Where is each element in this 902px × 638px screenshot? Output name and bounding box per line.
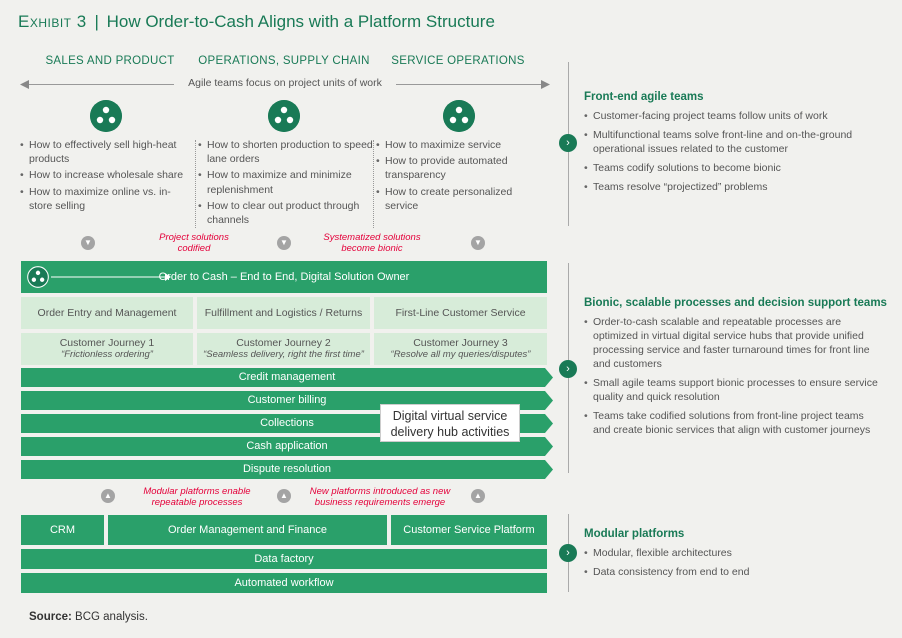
customer-journey: Customer Journey 3 “Resolve all my queri… [374,333,547,365]
list-item: Modular, flexible architectures [584,547,884,561]
column-divider [195,140,196,228]
hub-activities-label: Digital virtual service delivery hub act… [380,404,520,442]
list-item: Small agile teams support bionic process… [584,377,884,405]
team-icon [27,266,49,288]
exhibit-number: Exhibit 3 [18,12,87,31]
title-text: How Order-to-Cash Aligns with a Platform… [106,12,495,31]
list-item: Customer-facing project teams follow uni… [584,110,884,124]
list-item: How to create personalized service [376,185,546,213]
list-item: Data consistency from end to end [584,566,884,580]
list-item: How to maximize and minimize replenishme… [198,168,374,196]
chevron-down-icon: ▼ [471,236,485,250]
chevron-down-icon: ▼ [277,236,291,250]
operations-bullets: How to shorten production to speed lane … [198,138,374,229]
service-bullets: How to maximize service How to provide a… [376,138,546,215]
arrow-right-icon [51,273,171,281]
platform-order-management: Order Management and Finance [108,515,387,545]
list-item: Teams take codified solutions from front… [584,410,884,438]
column-header-sales: SALES AND PRODUCT [45,55,175,67]
customer-journey: Customer Journey 1 “Frictionless orderin… [21,333,193,365]
column-header-service: SERVICE OPERATIONS [391,55,525,67]
list-item: How to effectively sell high-heat produc… [20,138,192,166]
list-item: Multifunctional teams solve front-line a… [584,129,884,157]
team-icon [268,100,300,132]
column-divider [373,140,374,228]
owner-bar-label: Order to Cash – End to End, Digital Solu… [158,271,410,283]
list-item: How to clear out product through channel… [198,199,374,227]
solution-owner-bar: Order to Cash – End to End, Digital Solu… [21,261,547,293]
team-icon [90,100,122,132]
list-item: How to increase wholesale share [20,168,192,182]
chevron-right-icon: › [559,544,577,562]
process-box: Order Entry and Management [21,297,193,329]
platform-customer-service: Customer Service Platform [391,515,547,545]
chevron-right-icon: › [559,360,577,378]
customer-journey: Customer Journey 2 “Seamless delivery, r… [197,333,370,365]
note-project-solutions: Project solutions codified [159,232,229,255]
platform-crm: CRM [21,515,104,545]
column-header-operations: OPERATIONS, SUPPLY CHAIN [198,55,370,67]
modular-heading: Modular platforms [584,528,685,540]
source-label: Source: [29,611,72,623]
platform-data-factory: Data factory [21,549,547,569]
journey-subtitle: “Frictionless ordering” [61,349,153,360]
journey-title: Customer Journey 2 [236,337,331,349]
journey-title: Customer Journey 1 [59,337,155,349]
bionic-bullets: Order-to-cash scalable and repeatable pr… [584,316,884,443]
source-note: Source: BCG analysis. [29,611,148,623]
chevron-right-icon: › [559,134,577,152]
modular-bullets: Modular, flexible architectures Data con… [584,547,884,585]
process-box: First-Line Customer Service [374,297,547,329]
journey-title: Customer Journey 3 [413,337,508,349]
arrow-right-icon [541,80,550,89]
chevron-up-icon: ▲ [101,489,115,503]
team-icon [443,100,475,132]
platform-automated-workflow: Automated workflow [21,573,547,593]
list-item: Teams codify solutions to become bionic [584,162,884,176]
front-end-bullets: Customer-facing project teams follow uni… [584,110,884,200]
chevron-up-icon: ▲ [471,489,485,503]
note-modular-platforms: Modular platforms enable repeatable proc… [143,486,251,509]
activity-arrow: Dispute resolution [21,460,553,479]
front-end-heading: Front-end agile teams [584,91,704,103]
journey-subtitle: “Resolve all my queries/disputes” [390,349,531,360]
note-systematized-solutions: Systematized solutions become bionic [323,232,421,255]
arrow-left-icon [20,80,29,89]
bionic-heading: Bionic, scalable processes and decision … [584,297,887,309]
chevron-down-icon: ▼ [81,236,95,250]
chevron-up-icon: ▲ [277,489,291,503]
list-item: How to maximize service [376,138,546,152]
journey-subtitle: “Seamless delivery, right the first time… [203,349,364,360]
activity-arrow: Credit management [21,368,553,387]
note-new-platforms: New platforms introduced as new business… [309,486,451,509]
exhibit-title: Exhibit 3 | How Order-to-Cash Aligns wit… [18,12,495,32]
source-text: BCG analysis. [75,611,148,623]
title-separator: | [94,12,99,31]
agile-arrow-label: Agile teams focus on project units of wo… [174,77,396,89]
list-item: Teams resolve “projectized” problems [584,181,884,195]
sales-bullets: How to effectively sell high-heat produc… [20,138,192,215]
list-item: How to shorten production to speed lane … [198,138,374,166]
process-box: Fulfillment and Logistics / Returns [197,297,370,329]
list-item: How to maximize online vs. in-store sell… [20,185,192,213]
list-item: How to provide automated transparency [376,154,546,182]
list-item: Order-to-cash scalable and repeatable pr… [584,316,884,372]
